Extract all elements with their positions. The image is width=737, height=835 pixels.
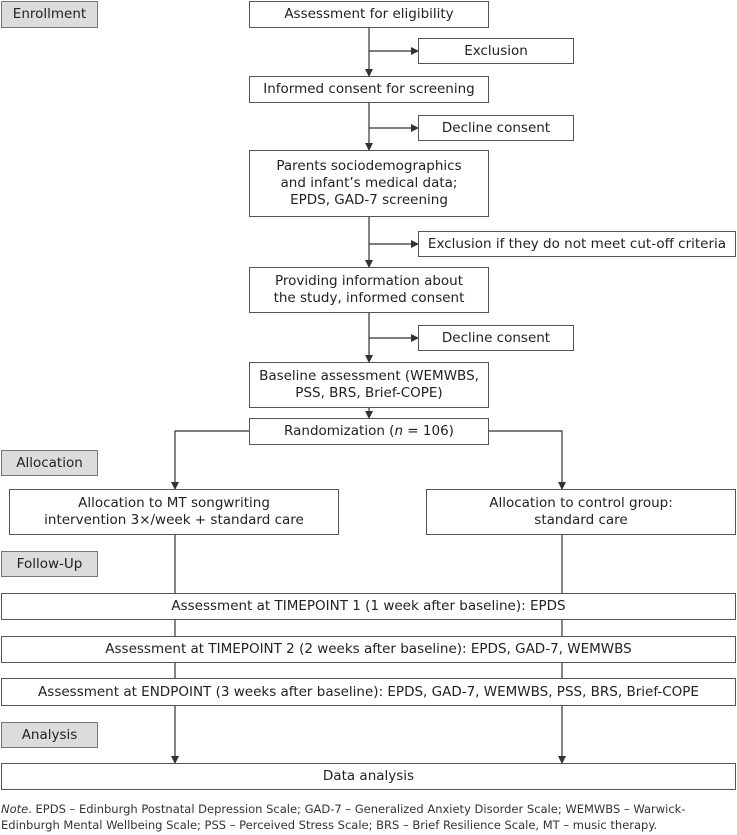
note-label: Note [1, 802, 29, 816]
footnote: Note. EPDS – Edinburgh Postnatal Depress… [1, 801, 737, 833]
line: EPDS, GAD-7 screening [290, 192, 448, 208]
exclusion-cutoff-box: Exclusion if they do not meet cut-off cr… [418, 231, 736, 257]
note-text: . EPDS – Edinburgh Postnatal Depression … [1, 802, 686, 832]
data-analysis-box: Data analysis [1, 763, 736, 790]
decline-consent-box-1: Decline consent [418, 115, 574, 141]
arrow [171, 430, 249, 490]
allocation-mt-box: Allocation to MT songwriting interventio… [9, 489, 339, 535]
exclusion-box: Exclusion [418, 38, 574, 64]
line: Allocation to MT songwriting [78, 495, 270, 511]
study-info-box: Providing information about the study, i… [249, 267, 489, 313]
consent-screening-box: Informed consent for screening [249, 76, 489, 103]
baseline-box: Baseline assessment (WEMWBS, PSS, BRS, B… [249, 362, 489, 408]
allocation-control-box: Allocation to control group: standard ca… [426, 489, 736, 535]
randomization-box: Randomization (n = 106) [249, 418, 489, 445]
stage-analysis: Analysis [1, 722, 98, 748]
text: = 106) [403, 423, 454, 439]
timepoint2-box: Assessment at TIMEPOINT 2 (2 weeks after… [1, 636, 736, 663]
line: intervention 3×/week + standard care [44, 512, 304, 528]
line: Parents sociodemographics [276, 158, 462, 174]
stage-allocation: Allocation [1, 450, 98, 476]
text: Randomization ( [284, 423, 395, 439]
line: Baseline assessment (WEMWBS, [259, 368, 479, 384]
arrow [489, 430, 566, 490]
line: Providing information about [274, 273, 464, 289]
stage-followup: Follow-Up [1, 551, 98, 577]
line: PSS, BRS, Brief-COPE) [295, 385, 443, 401]
stage-enrollment: Enrollment [1, 1, 98, 28]
decline-consent-box-2: Decline consent [418, 325, 574, 351]
line: Allocation to control group: [489, 495, 673, 511]
endpoint-box: Assessment at ENDPOINT (3 weeks after ba… [1, 678, 736, 706]
sociodemographics-box: Parents sociodemographics and infant’s m… [249, 150, 489, 217]
line: the study, informed consent [273, 290, 465, 306]
eligibility-box: Assessment for eligibility [249, 1, 489, 28]
line: and infant’s medical data; [280, 175, 458, 191]
line: standard care [534, 512, 628, 528]
timepoint1-box: Assessment at TIMEPOINT 1 (1 week after … [1, 593, 736, 620]
text: n [394, 423, 404, 439]
